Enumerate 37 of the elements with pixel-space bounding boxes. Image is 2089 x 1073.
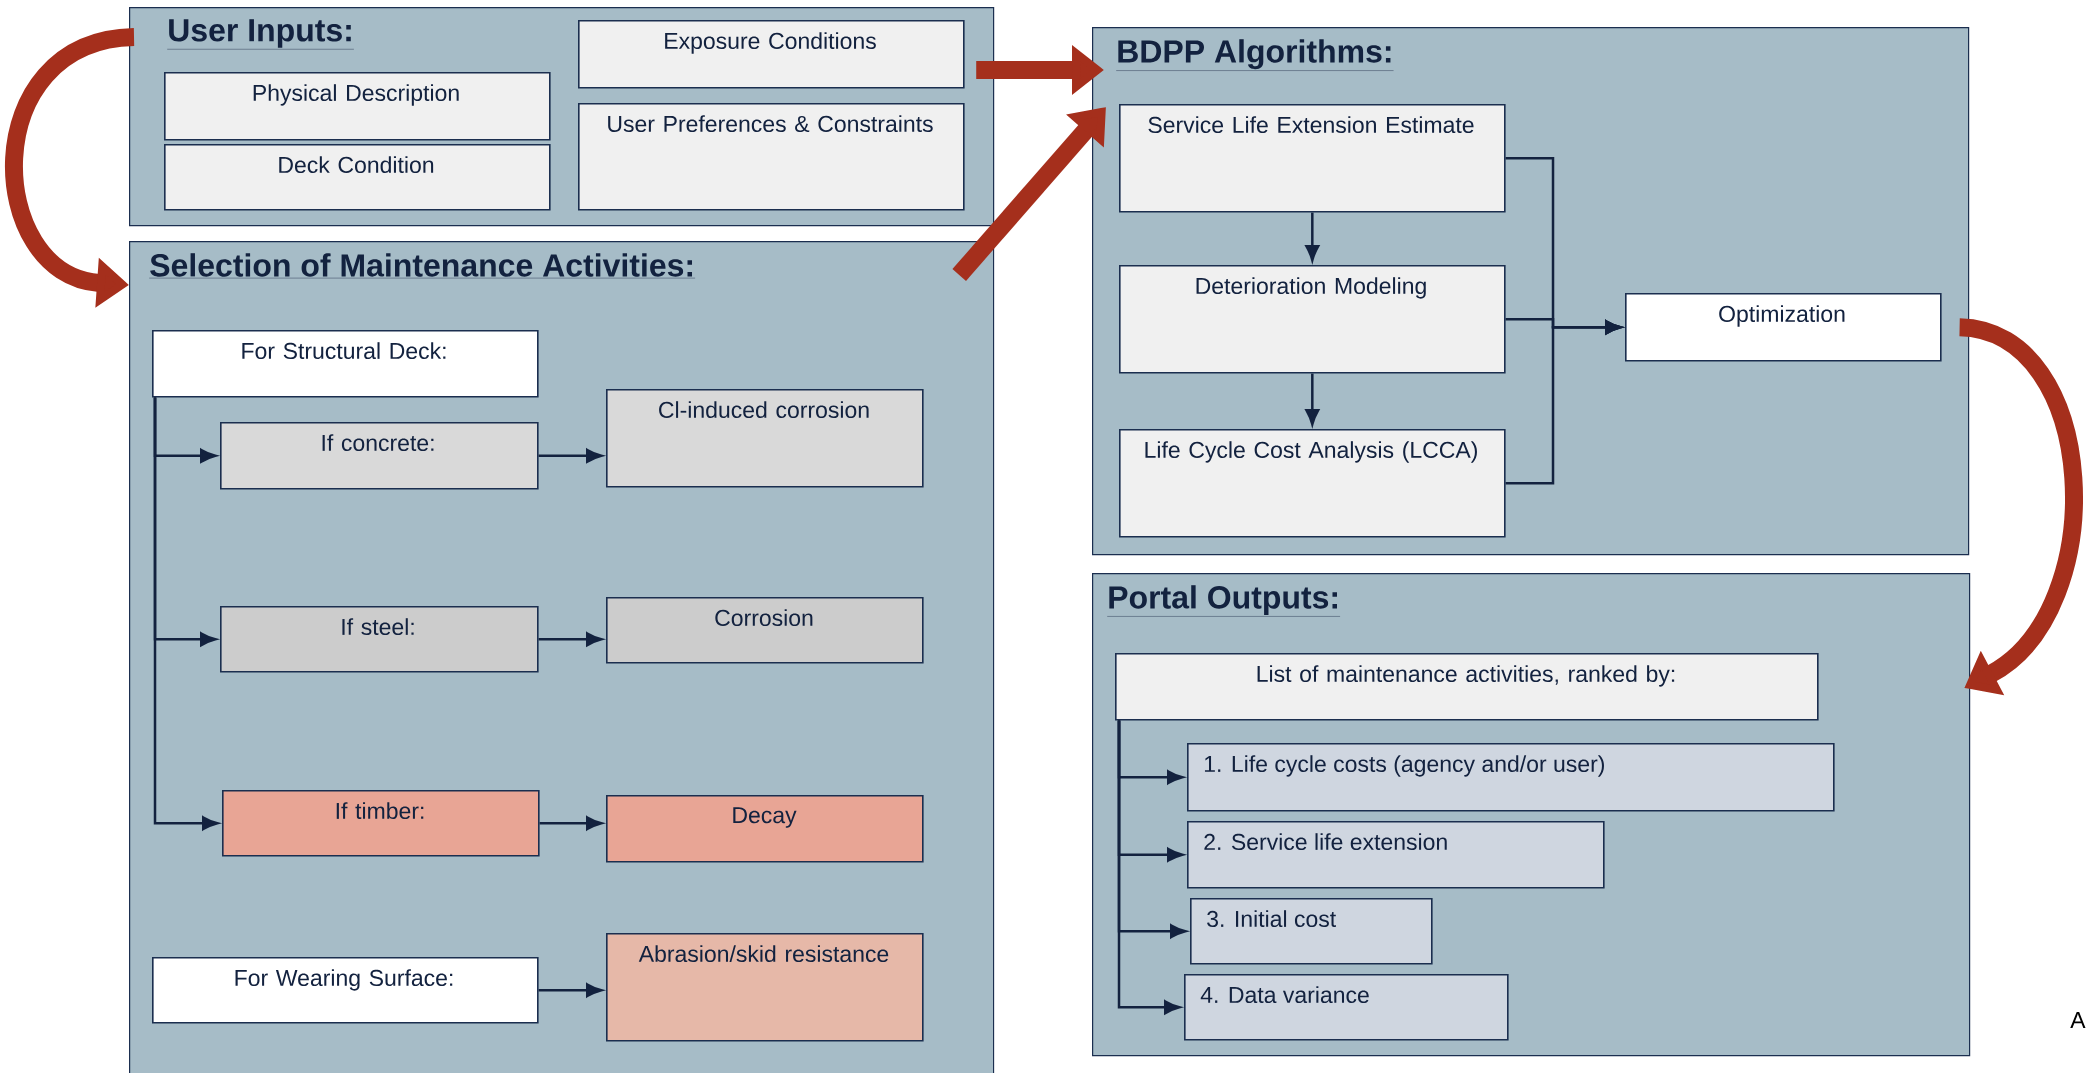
process-box: Service Life Extension Estimate <box>1119 104 1506 213</box>
process-box: If concrete: <box>220 422 539 490</box>
process-box: Decay <box>606 795 924 863</box>
arrow <box>539 816 603 831</box>
process-box: If steel: <box>220 606 539 673</box>
process-box: For Structural Deck: <box>152 330 539 398</box>
corner-letter: A <box>2070 1012 2086 1028</box>
process-box: 4. Data variance <box>1184 974 1509 1041</box>
process-box: 2. Service life extension <box>1187 821 1605 889</box>
arrow <box>538 983 603 998</box>
arrow <box>1117 720 1181 1015</box>
panel-heading: Selection of Maintenance Activities: <box>149 253 696 279</box>
process-box: Abrasion/skid resistance <box>606 933 924 1042</box>
process-box: Optimization <box>1625 293 1942 362</box>
process-box: Physical Description <box>164 72 551 141</box>
arrow <box>153 397 219 831</box>
process-box: For Wearing Surface: <box>152 957 539 1024</box>
process-box: 1. Life cycle costs (agency and/or user) <box>1187 743 1835 812</box>
arrow <box>1505 320 1622 485</box>
process-box: Exposure Conditions <box>578 20 965 89</box>
process-box: List of maintenance activities, ranked by: <box>1115 653 1819 721</box>
process-box: If timber: <box>222 790 540 857</box>
process-box: Life Cycle Cost Analysis (LCCA) <box>1119 429 1506 538</box>
panel-heading: BDPP Algorithms: <box>1116 39 1394 71</box>
process-box: User Preferences & Constraints <box>578 103 965 211</box>
arrow <box>538 448 603 463</box>
curved-arrow <box>1957 318 2083 696</box>
arrow <box>1305 212 1320 262</box>
process-box: 3. Initial cost <box>1190 898 1433 965</box>
process-box: Deck Condition <box>164 144 551 211</box>
arrow <box>538 632 603 647</box>
process-box: Cl-induced corrosion <box>606 389 924 488</box>
arrow <box>1305 373 1320 426</box>
process-box: Corrosion <box>606 597 924 664</box>
panel-heading: User Inputs: <box>167 19 355 50</box>
panel-heading: Portal Outputs: <box>1107 585 1341 617</box>
process-box: Deterioration Modeling <box>1119 265 1506 374</box>
